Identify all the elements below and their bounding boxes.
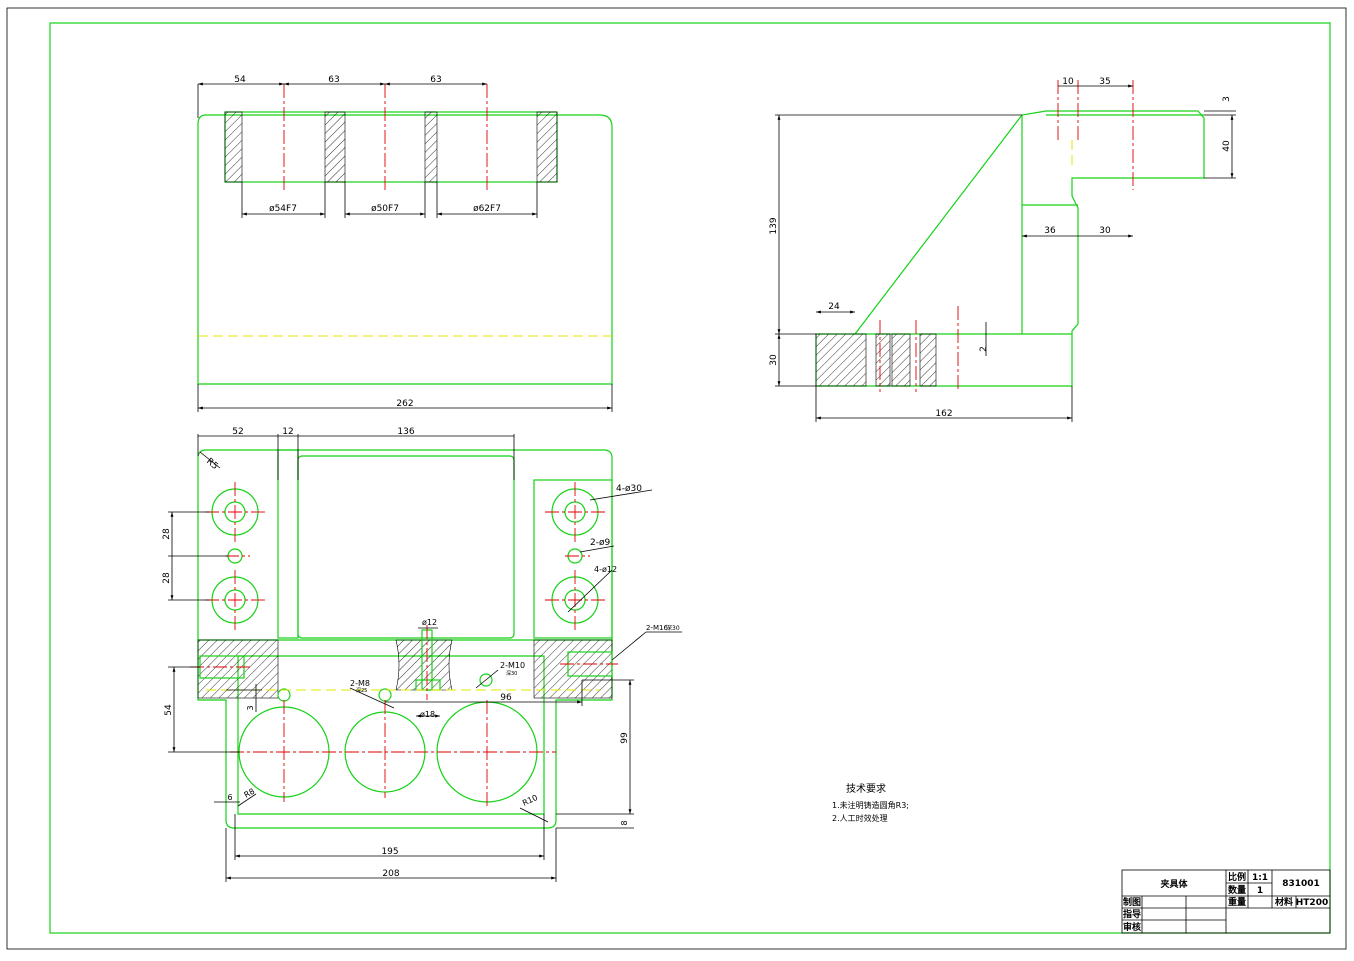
dim-63b: 63 <box>430 75 441 85</box>
bore-d12: ø12 <box>422 618 437 627</box>
inner-frame <box>49 22 1331 934</box>
side-dim-35: 35 <box>1099 77 1110 87</box>
side-dim-2: 2 <box>979 346 989 352</box>
bore-50: ø50F7 <box>371 204 399 214</box>
side-dim-162: 162 <box>935 409 952 419</box>
plan-dim-136: 136 <box>397 427 414 437</box>
side-dim-139: 139 <box>769 217 779 234</box>
plan-dim-54: 54 <box>164 704 174 716</box>
plan-dim-12: 12 <box>282 427 293 437</box>
bore-d18: ø18 <box>420 710 435 719</box>
tb-row-check: 审核 <box>1123 921 1141 933</box>
plan-dim-28a: 28 <box>162 528 172 540</box>
tech-line-1: 1.未注明铸造圆角R3; <box>832 800 909 810</box>
plan-dim-96: 96 <box>500 693 512 703</box>
tb-qty-label: 数量 <box>1228 884 1246 896</box>
bore-54: ø54F7 <box>269 204 297 214</box>
side-dim-40: 40 <box>1222 140 1232 152</box>
outer-border <box>6 7 1347 950</box>
callout-m10: 2-M10 <box>500 661 525 670</box>
callout-m8-note: 深25 <box>356 687 367 694</box>
side-dim-3: 3 <box>1222 96 1232 102</box>
tb-scale-label: 比例 <box>1228 871 1246 883</box>
plan-dim-6: 6 <box>227 793 232 802</box>
title-block: 夹具体 比例 1:1 数量 1 重量 材料 HT200 831001 制图 指导… <box>1121 869 1331 934</box>
tb-scale-value: 1:1 <box>1252 873 1268 883</box>
plan-dim-8: 8 <box>620 820 629 825</box>
dim-262: 262 <box>396 399 413 409</box>
callout-2-d9: 2-ø9 <box>590 538 610 548</box>
plan-dim-99: 99 <box>620 732 630 744</box>
tb-row-draw: 制图 <box>1123 896 1141 908</box>
tech-title: 技术要求 <box>846 782 886 795</box>
callout-m8: 2-M8 <box>350 679 370 688</box>
side-dim-30: 30 <box>1099 226 1111 236</box>
plan-dim-3: 3 <box>246 705 255 710</box>
plan-dim-52: 52 <box>232 427 243 437</box>
bore-62: ø62F7 <box>473 204 501 214</box>
tb-part-name: 夹具体 <box>1160 878 1188 890</box>
dim-63a: 63 <box>328 75 339 85</box>
tb-drawing-no: 831001 <box>1282 879 1320 889</box>
side-dim-24: 24 <box>828 302 840 312</box>
side-dim-36: 36 <box>1044 226 1056 236</box>
plan-dim-208: 208 <box>382 869 399 879</box>
side-dim-10: 10 <box>1062 77 1074 87</box>
tb-material-value: HT200 <box>1296 898 1328 908</box>
side-view: 10 35 3 40 36 30 139 30 24 2 162 <box>769 77 1236 422</box>
tb-weight-label: 重量 <box>1228 896 1246 908</box>
tech-line-2: 2.人工时效处理 <box>832 813 888 823</box>
plan-r8: R8 <box>243 787 257 800</box>
callout-m16-note: 深30 <box>666 624 680 632</box>
plan-dim-195: 195 <box>381 847 398 857</box>
plan-dim-28b: 28 <box>162 572 172 584</box>
tb-row-guide: 指导 <box>1123 908 1141 920</box>
tb-material-label: 材料 <box>1274 896 1293 908</box>
plan-r5: R5 <box>204 457 220 472</box>
plan-view: 52 12 136 R5 28 28 4-ø30 2-ø9 4-ø12 2-M1… <box>162 427 682 882</box>
side-dim-30b: 30 <box>769 354 779 366</box>
callout-m16: 2-M16 <box>646 624 668 632</box>
top-view: 54 63 63 ø54F7 ø50F7 ø62F7 262 <box>197 75 613 412</box>
plan-r10: R10 <box>521 793 539 808</box>
tech-requirements: 技术要求 1.未注明铸造圆角R3; 2.人工时效处理 <box>832 782 909 823</box>
dim-54: 54 <box>234 75 246 85</box>
callout-4-d12: 4-ø12 <box>594 565 617 574</box>
callout-m10-note: 深30 <box>506 670 517 677</box>
callout-4-d30: 4-ø30 <box>616 484 642 494</box>
tb-qty-value: 1 <box>1257 886 1263 896</box>
